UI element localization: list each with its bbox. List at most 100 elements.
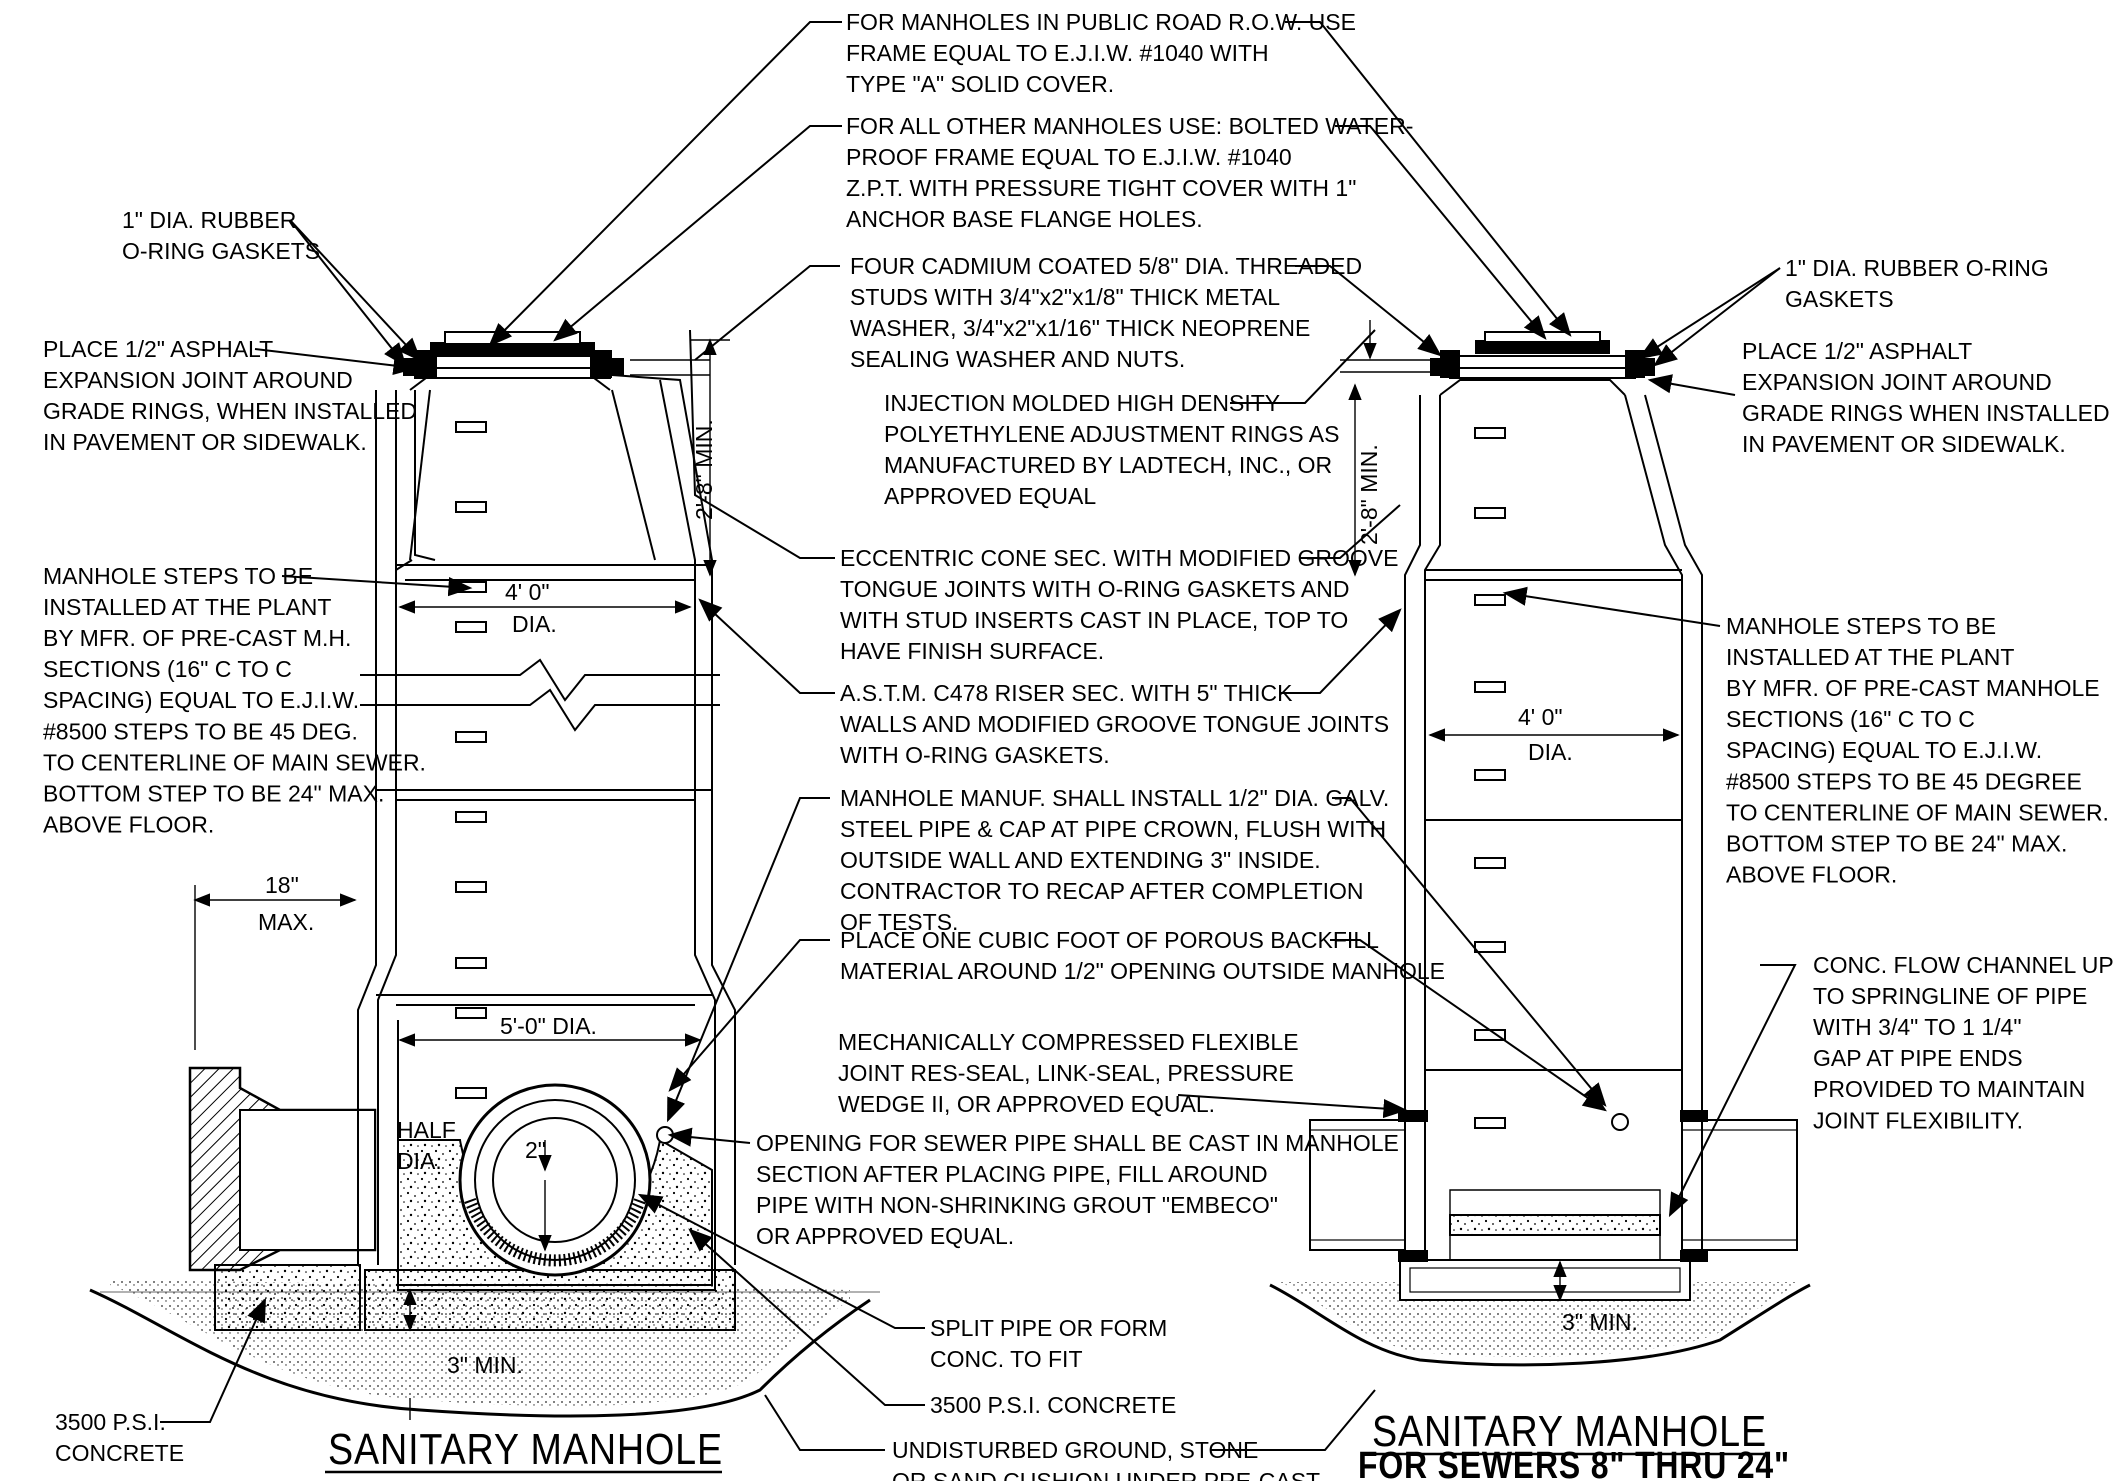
right-pipe-right: [1681, 1119, 1798, 1251]
left-dim-2in: 2": [525, 1137, 546, 1163]
note-line: SECTIONS (16" C TO C: [1726, 706, 1975, 732]
note-line: PLACE ONE CUBIC FOOT OF POROUS BACKFILL: [840, 927, 1379, 953]
left-sewer-pipe-inner: [492, 1117, 618, 1243]
note-line: FRAME EQUAL TO E.J.I.W. #1040 WITH: [846, 40, 1269, 66]
note-frame-other: FOR ALL OTHER MANHOLES USE: BOLTED WATER…: [846, 113, 1413, 232]
right-subtitle: FOR SEWERS 8" THRU 24": [1358, 1445, 1790, 1481]
note-line: DIA.: [397, 1148, 442, 1174]
note-line: EXPANSION JOINT AROUND: [43, 367, 353, 393]
right-title: SANITARY MANHOLE: [1372, 1407, 1767, 1456]
note-line: INJECTION MOLDED HIGH DENSITY: [884, 390, 1280, 416]
note-line: FOR MANHOLES IN PUBLIC ROAD R.O.W. USE: [846, 9, 1356, 35]
note-split-pipe: SPLIT PIPE OR FORM CONC. TO FIT: [930, 1315, 1167, 1372]
right-pipe-left: [1309, 1119, 1406, 1251]
note-line: 1" DIA. RUBBER: [122, 207, 296, 233]
note-line: O-RING GASKETS: [122, 238, 320, 264]
note-line: GRADE RINGS, WHEN INSTALLED: [43, 398, 417, 424]
note-line: MATERIAL AROUND 1/2" OPENING OUTSIDE MAN…: [840, 958, 1445, 984]
note-line: CONTRACTOR TO RECAP AFTER COMPLETION: [840, 878, 1364, 904]
right-base-slab: [1399, 1259, 1691, 1301]
note-gaskets-left: 1" DIA. RUBBER O-RING GASKETS: [122, 207, 320, 264]
left-ground: [89, 1288, 871, 1418]
note-line: INSTALLED AT THE PLANT: [43, 594, 331, 620]
left-dim-18: 18": [265, 872, 299, 898]
note-line: INSTALLED AT THE PLANT: [1726, 644, 2014, 670]
note-line: TONGUE JOINTS WITH O-RING GASKETS AND: [840, 576, 1349, 602]
right-manhole: [1269, 320, 1811, 1367]
note-line: TO CENTERLINE OF MAIN SEWER.: [1726, 799, 2109, 825]
note-line: #8500 STEPS TO BE 45 DEG.: [43, 718, 358, 744]
note-line: EXPANSION JOINT AROUND: [1742, 369, 2052, 395]
note-line: PROOF FRAME EQUAL TO E.J.I.W. #1040: [846, 144, 1292, 170]
right-ground: [1269, 1283, 1811, 1367]
note-line: MANHOLE STEPS TO BE: [1726, 613, 1996, 639]
note-steps-right: MANHOLE STEPS TO BE INSTALLED AT THE PLAN…: [1726, 613, 2109, 887]
note-line: CONCRETE: [55, 1440, 184, 1466]
note-adjustment-rings: INJECTION MOLDED HIGH DENSITY POLYETHYLEN…: [884, 390, 1339, 509]
right-dim-dia: DIA.: [1528, 739, 1573, 765]
right-dim-4ft: 4' 0": [1518, 704, 1563, 730]
note-line: TO SPRINGLINE OF PIPE: [1813, 983, 2087, 1009]
note-line: OR APPROVED EQUAL.: [756, 1223, 1014, 1249]
note-line: HALF: [397, 1117, 456, 1143]
note-line: IN PAVEMENT OR SIDEWALK.: [1742, 431, 2066, 457]
note-line: SEALING WASHER AND NUTS.: [850, 346, 1185, 372]
left-frame-cover: [403, 331, 624, 379]
note-line: TO CENTERLINE OF MAIN SEWER.: [43, 749, 426, 775]
note-line: WITH O-RING GASKETS.: [840, 742, 1110, 768]
note-line: STEEL PIPE & CAP AT PIPE CROWN, FLUSH WI…: [840, 816, 1386, 842]
note-line: WALLS AND MODIFIED GROOVE TONGUE JOINTS: [840, 711, 1389, 737]
note-line: SPLIT PIPE OR FORM: [930, 1315, 1167, 1341]
left-pipe-cradle: [214, 1264, 361, 1331]
note-line: ECCENTRIC CONE SEC. WITH MODIFIED GROOVE: [840, 545, 1398, 571]
note-concrete-left: 3500 P.S.I. CONCRETE: [55, 1409, 184, 1466]
note-line: 1" DIA. RUBBER O-RING: [1785, 255, 2049, 281]
note-line: SPACING) EQUAL TO E.J.I.W.: [43, 687, 359, 713]
note-line: WITH 3/4" TO 1 1/4": [1813, 1014, 2022, 1040]
note-frame-public-road: FOR MANHOLES IN PUBLIC ROAD R.O.W. USE FR…: [846, 9, 1356, 97]
note-line: MANHOLE MANUF. SHALL INSTALL 1/2" DIA. G…: [840, 785, 1389, 811]
left-manhole: [89, 331, 880, 1420]
note-line: BY MFR. OF PRE-CAST M.H.: [43, 625, 351, 651]
note-line: ANCHOR BASE FLANGE HOLES.: [846, 206, 1203, 232]
note-line: GASKETS: [1785, 286, 1894, 312]
note-line: WASHER, 3/4"x2"x1/16" THICK NEOPRENE: [850, 315, 1310, 341]
note-steps-left: MANHOLE STEPS TO BE INSTALLED AT THE PLAN…: [43, 563, 426, 837]
note-line: PIPE WITH NON-SHRINKING GROUT "EMBECO": [756, 1192, 1278, 1218]
note-line: POLYETHYLENE ADJUSTMENT RINGS AS: [884, 421, 1339, 447]
note-line: OUTSIDE WALL AND EXTENDING 3" INSIDE.: [840, 847, 1321, 873]
note-line: A.S.T.M. C478 RISER SEC. WITH 5" THICK: [840, 680, 1293, 706]
note-line: STUDS WITH 3/4"x2"x1/8" THICK METAL: [850, 284, 1280, 310]
note-line: MANUFACTURED BY LADTECH, INC., OR: [884, 452, 1332, 478]
note-line: OPENING FOR SEWER PIPE SHALL BE CAST IN …: [756, 1130, 1399, 1156]
left-dim-min-2-8: 2'-8" MIN.: [691, 419, 717, 520]
note-flow-channel: CONC. FLOW CHANNEL UP TO SPRINGLINE OF PI…: [1813, 952, 2114, 1133]
right-galv-pipe-opening: [1611, 1113, 1629, 1131]
note-line: MANHOLE STEPS TO BE: [43, 563, 313, 589]
note-line: Z.P.T. WITH PRESSURE TIGHT COVER WITH 1": [846, 175, 1356, 201]
note-line: PROVIDED TO MAINTAIN: [1813, 1076, 2085, 1102]
left-dim-5ft: 5'-0" DIA.: [500, 1013, 597, 1039]
left-dim-max: MAX.: [258, 909, 314, 935]
right-dim-min-2-8: 2'-8" MIN.: [1356, 444, 1382, 545]
note-concrete-right: 3500 P.S.I. CONCRETE: [930, 1392, 1176, 1418]
left-dim-4ft: 4' 0": [505, 579, 550, 605]
note-line: CONC. FLOW CHANNEL UP: [1813, 952, 2114, 978]
note-line: ABOVE FLOOR.: [43, 811, 214, 837]
note-line: FOUR CADMIUM COATED 5/8" DIA. THREADED: [850, 253, 1362, 279]
note-line: GRADE RINGS WHEN INSTALLED: [1742, 400, 2110, 426]
note-sewer-opening: OPENING FOR SEWER PIPE SHALL BE CAST IN …: [756, 1130, 1399, 1249]
note-line: WEDGE II, OR APPROVED EQUAL.: [838, 1091, 1215, 1117]
note-line: 3500 P.S.I.: [55, 1409, 166, 1435]
note-line: CONC. TO FIT: [930, 1346, 1083, 1372]
left-dim-3min: 3" MIN.: [447, 1352, 523, 1378]
left-dim-half-dia: HALF DIA.: [397, 1117, 456, 1174]
note-porous-backfill: PLACE ONE CUBIC FOOT OF POROUS BACKFILL M…: [840, 927, 1445, 984]
right-frame-cover: [1430, 331, 1655, 379]
note-line: JOINT FLEXIBILITY.: [1813, 1107, 2023, 1133]
